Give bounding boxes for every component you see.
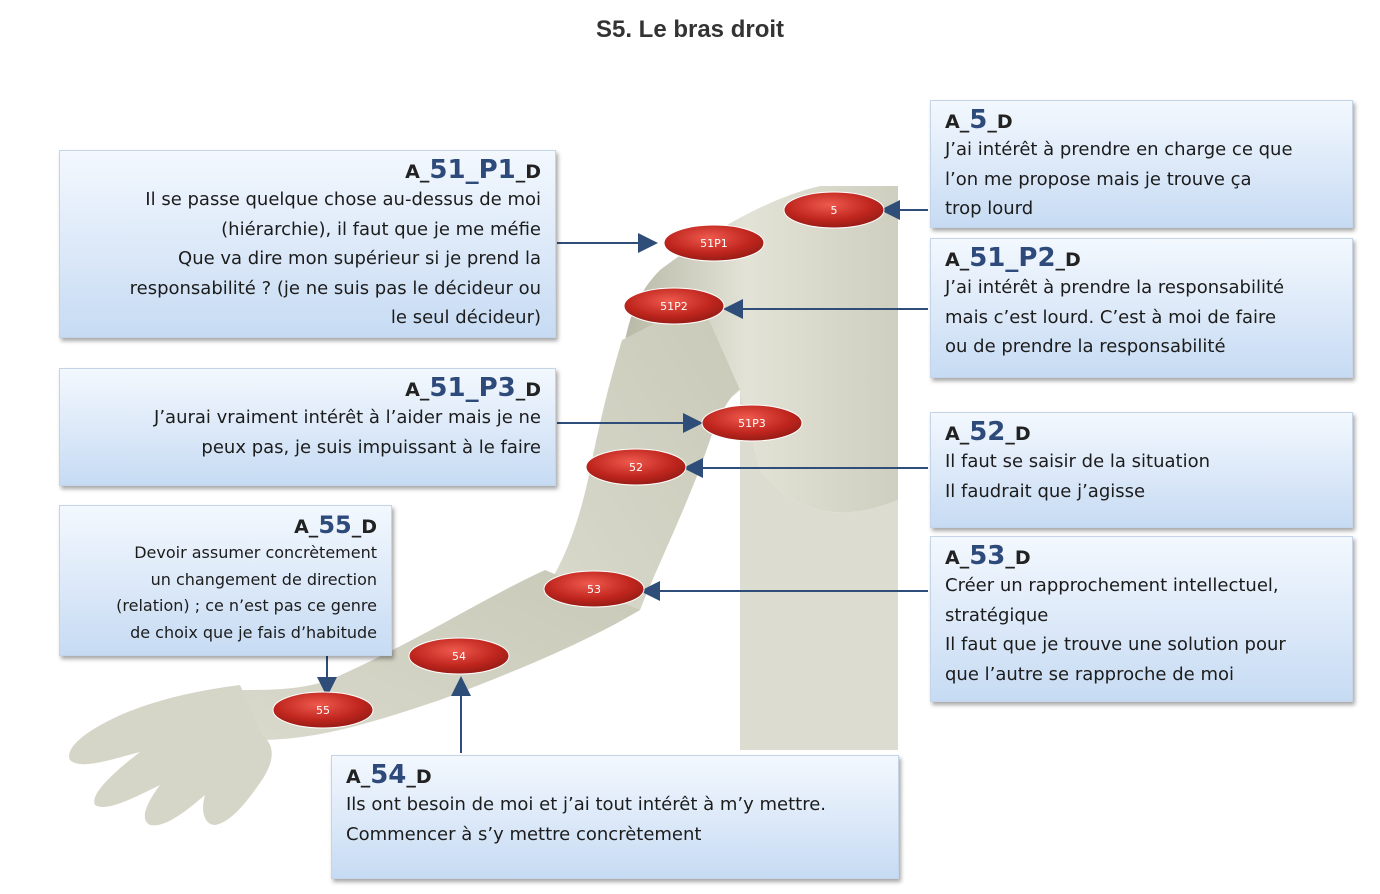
- annotation-heading: A_55_D: [294, 511, 377, 539]
- diagram-title: S5. Le bras droit: [595, 16, 785, 43]
- marker-5-label: 5: [831, 204, 838, 217]
- annotation-heading: A_54_D: [346, 760, 432, 790]
- annotation-text: Il se passe quelque chose au-dessus de m…: [129, 189, 541, 328]
- annotation-box-a54: A_54_D Ils ont besoin de moi et j’ai tou…: [331, 755, 899, 879]
- annotation-box-a5: A_5_D J’ai intérêt à prendre en charge c…: [930, 100, 1353, 228]
- marker-54-label: 54: [452, 650, 466, 663]
- annotation-heading: A_53_D: [945, 541, 1031, 571]
- annotation-heading: A_51_P3_D: [405, 373, 541, 403]
- marker-52: 52: [585, 448, 687, 486]
- marker-51p2: 51P2: [623, 287, 725, 325]
- torso-shape: [622, 186, 898, 513]
- annotation-box-a51p2: A_51_P2_D J’ai intérêt à prendre la resp…: [930, 238, 1353, 378]
- annotation-box-a53: A_53_D Créer un rapprochement intellectu…: [930, 536, 1353, 702]
- annotation-heading: A_51_P2_D: [945, 243, 1081, 273]
- annotation-text: J’ai intérêt à prendre la responsabilité…: [945, 277, 1285, 357]
- annotation-text: Il faut se saisir de la situation Il fau…: [945, 451, 1210, 502]
- marker-54: 54: [408, 637, 510, 675]
- annotation-text: Devoir assumer concrètement un changemen…: [116, 543, 377, 642]
- marker-53: 53: [543, 570, 645, 608]
- marker-55: 55: [272, 691, 374, 729]
- marker-53-label: 53: [587, 583, 601, 596]
- annotation-box-a51p1: A_51_P1_D Il se passe quelque chose au-d…: [59, 150, 556, 338]
- annotation-text: J’aurai vraiment intérêt à l’aider mais …: [154, 407, 541, 458]
- annotation-box-a52: A_52_D Il faut se saisir de la situation…: [930, 412, 1353, 528]
- marker-52-label: 52: [629, 461, 643, 474]
- annotation-text: J’ai intérêt à prendre en charge ce que …: [945, 139, 1293, 219]
- annotation-heading: A_52_D: [945, 417, 1031, 447]
- marker-51p3: 51P3: [701, 404, 803, 442]
- marker-51p1-label: 51P1: [700, 237, 728, 250]
- marker-51p2-label: 51P2: [660, 300, 688, 313]
- marker-51p3-label: 51P3: [738, 417, 766, 430]
- chest-shape: [740, 390, 898, 750]
- annotation-text: Créer un rapprochement intellectuel, str…: [945, 575, 1286, 685]
- marker-5: 5: [783, 191, 885, 229]
- annotation-heading: A_5_D: [945, 105, 1013, 135]
- hand-shape: [69, 685, 272, 826]
- marker-51p1: 51P1: [663, 224, 765, 262]
- annotation-box-a55: A_55_D Devoir assumer concrètement un ch…: [59, 505, 392, 656]
- marker-55-label: 55: [316, 704, 330, 717]
- annotation-box-a51p3: A_51_P3_D J’aurai vraiment intérêt à l’a…: [59, 368, 556, 486]
- annotation-text: Ils ont besoin de moi et j’ai tout intér…: [346, 794, 827, 845]
- annotation-heading: A_51_P1_D: [405, 155, 541, 185]
